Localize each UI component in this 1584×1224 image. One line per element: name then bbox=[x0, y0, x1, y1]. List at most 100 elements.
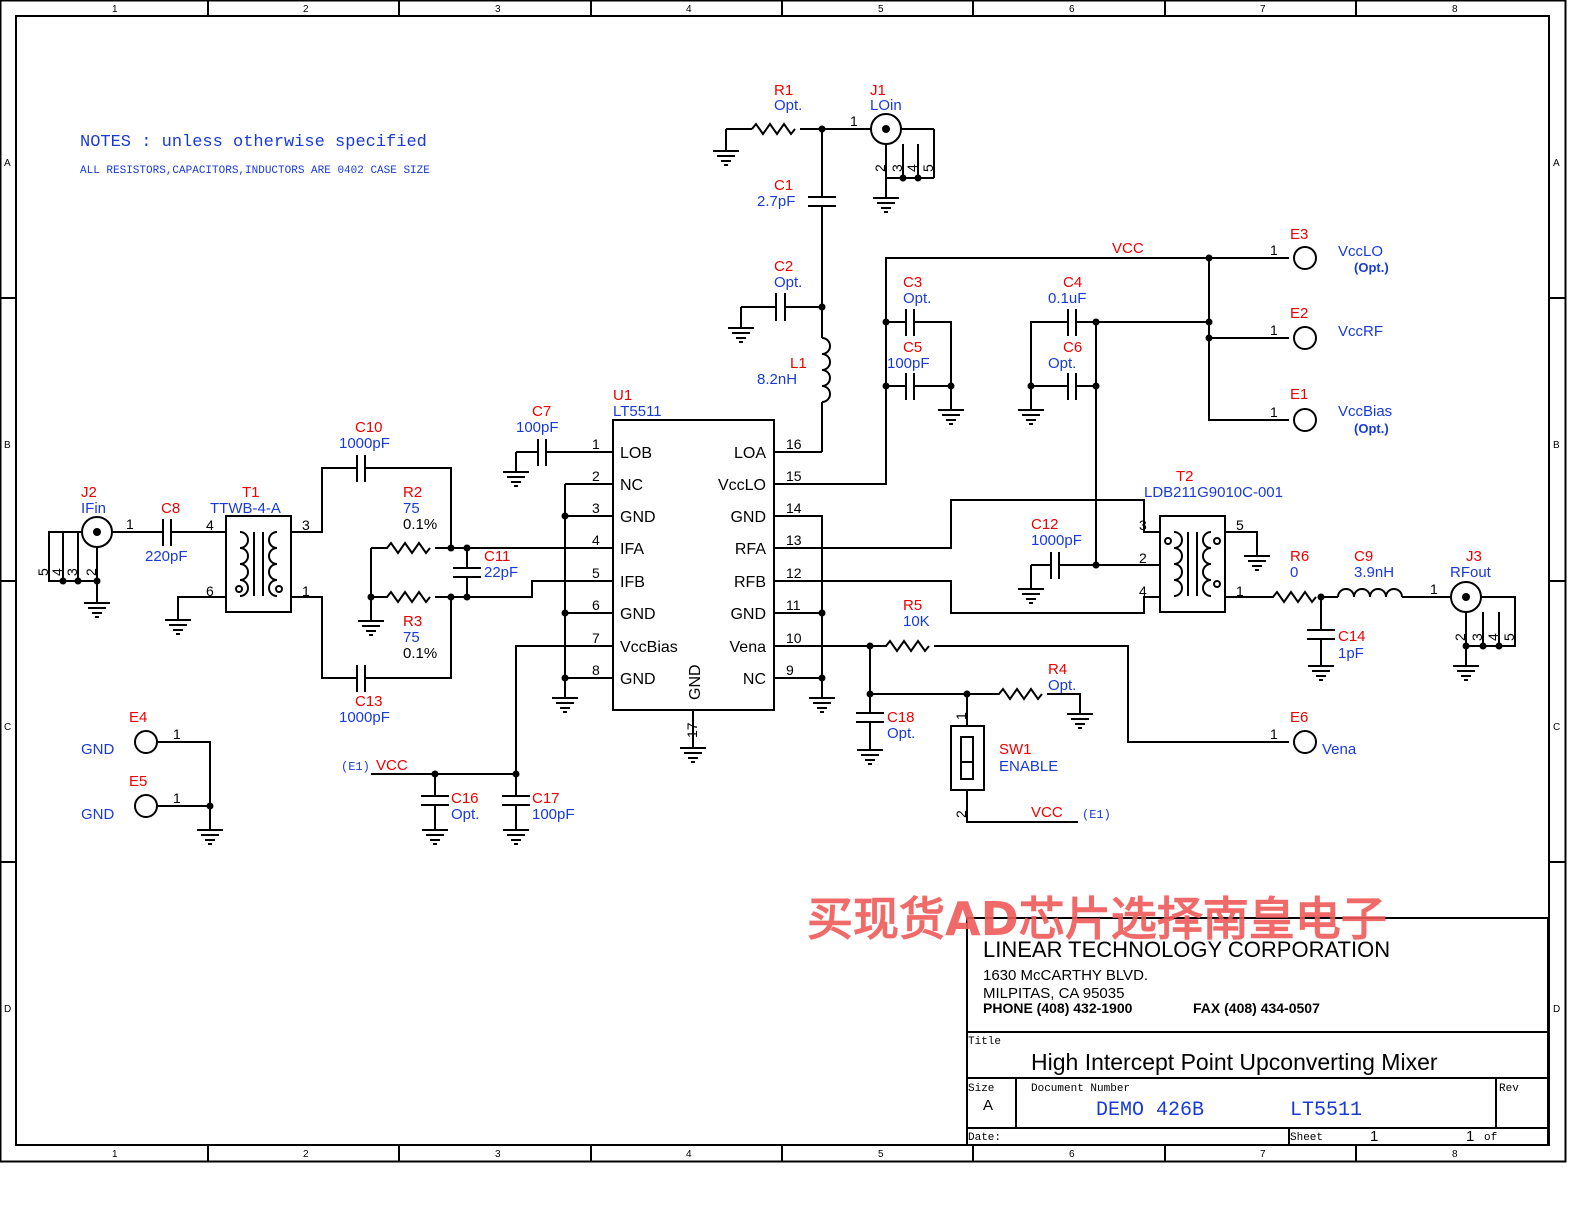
sheet-border bbox=[0, 0, 1567, 1163]
border-col-labels-bottom: 1 2 3 4 5 6 7 8 bbox=[112, 1149, 1458, 1160]
c14-ref: C14 bbox=[1338, 628, 1366, 645]
company-addr1: 1630 McCARTHY BLVD. bbox=[983, 967, 1148, 984]
t1-value: TTWB-4-A bbox=[210, 500, 281, 517]
e2-ref: E2 bbox=[1290, 305, 1308, 322]
u1-pin-name: NC bbox=[620, 477, 643, 494]
rf-output-wiring bbox=[798, 499, 1160, 614]
of-label: of bbox=[1484, 1132, 1497, 1144]
r6-ref: R6 bbox=[1290, 548, 1309, 565]
sheet-label: Sheet bbox=[1290, 1132, 1323, 1144]
c7-capacitor: C7 100pF bbox=[502, 403, 589, 487]
u1-pin-name: RFA bbox=[735, 541, 766, 558]
e1-ref: E1 bbox=[1290, 386, 1308, 403]
rev-label: Rev bbox=[1499, 1083, 1519, 1095]
c12-ref: C12 bbox=[1031, 516, 1059, 533]
c17-value: 100pF bbox=[532, 806, 575, 823]
title-label: Title bbox=[968, 1036, 1001, 1048]
col-label: 4 bbox=[686, 4, 692, 15]
u1-pin-name: IFB bbox=[620, 574, 645, 591]
u1-pin-name: Vena bbox=[730, 639, 767, 656]
t1-transformer: 4 6 3 1 T1 TTWB-4-A bbox=[164, 467, 357, 679]
u1-pin-num: 17 bbox=[684, 722, 700, 738]
company-phone: PHONE (408) 432-1900 bbox=[983, 1000, 1133, 1016]
company-name: LINEAR TECHNOLOGY CORPORATION bbox=[983, 937, 1390, 962]
svg-text:3: 3 bbox=[1469, 633, 1485, 641]
col-label: 6 bbox=[1069, 4, 1075, 15]
svg-text:5: 5 bbox=[1236, 517, 1244, 533]
c12-value: 1000pF bbox=[1031, 532, 1082, 549]
c18-capacitor: C18 Opt. bbox=[856, 646, 915, 765]
e5-value: GND bbox=[81, 806, 115, 823]
u1-pin-name: GND bbox=[620, 509, 656, 526]
e6-ref: E6 bbox=[1290, 709, 1308, 726]
size-value: A bbox=[983, 1097, 993, 1114]
u1-pin-num: 11 bbox=[786, 597, 801, 613]
e2-value: VccRF bbox=[1338, 323, 1383, 340]
c14-value: 1pF bbox=[1338, 645, 1364, 662]
svg-text:1: 1 bbox=[1236, 583, 1244, 599]
svg-text:1: 1 bbox=[173, 726, 181, 742]
e6-test-point: 1 E6 Vena bbox=[1270, 709, 1357, 758]
c10-value: 1000pF bbox=[339, 435, 390, 452]
u1-pin-num: 14 bbox=[786, 500, 802, 516]
sw1-switch: 1 2 SW1 ENABLE VCC (E1) bbox=[950, 694, 1111, 823]
r1-resistor: R1 Opt. bbox=[712, 82, 870, 166]
c5-ref: C5 bbox=[903, 339, 922, 356]
date-label: Date: bbox=[968, 1132, 1001, 1144]
u1-pin-name: LOB bbox=[620, 445, 652, 462]
u1-pin-num: 9 bbox=[786, 662, 794, 678]
vcc-net-label: VCC bbox=[1031, 804, 1063, 821]
r4-ref: R4 bbox=[1048, 661, 1067, 678]
c7-ref: C7 bbox=[532, 403, 551, 420]
col-label: 7 bbox=[1260, 4, 1266, 15]
border-row-labels: A B C D A B C D bbox=[4, 158, 1560, 1015]
c4-ref: C4 bbox=[1063, 274, 1082, 291]
l1-value: 8.2nH bbox=[757, 371, 797, 388]
c2-capacitor: C2 Opt. bbox=[727, 258, 826, 343]
u1-pin-num: 10 bbox=[786, 630, 802, 646]
t2-value: LDB211G9010C-001 bbox=[1144, 484, 1283, 501]
svg-text:2: 2 bbox=[872, 164, 888, 172]
u1-pin-name: GND bbox=[620, 606, 656, 623]
u1-pin-num: 16 bbox=[786, 436, 802, 452]
u1-ref: U1 bbox=[613, 387, 632, 404]
j1-connector: 1 2 3 4 5 J1 LOin bbox=[850, 82, 936, 213]
svg-text:2: 2 bbox=[1139, 550, 1147, 566]
svg-text:5: 5 bbox=[1501, 633, 1517, 641]
row-label: C bbox=[4, 722, 11, 733]
r3-value: 75 bbox=[403, 629, 420, 646]
svg-text:1: 1 bbox=[1270, 242, 1278, 258]
e4-value: GND bbox=[81, 741, 115, 758]
svg-text:1: 1 bbox=[1270, 726, 1278, 742]
c6-value: Opt. bbox=[1048, 355, 1076, 372]
row-label: C bbox=[1553, 722, 1560, 733]
j3-connector: 1 2 3 4 5 J3 RFout bbox=[1430, 548, 1517, 681]
u1-left-gnd-rail bbox=[551, 483, 589, 713]
r6-value: 0 bbox=[1290, 564, 1298, 581]
c11-ref: C11 bbox=[484, 548, 510, 565]
svg-text:1: 1 bbox=[1270, 322, 1278, 338]
svg-text:5: 5 bbox=[920, 164, 936, 172]
u1-right-gnd-rail bbox=[798, 515, 836, 713]
t2-ref: T2 bbox=[1176, 468, 1194, 485]
l1-inductor: L1 8.2nH bbox=[757, 307, 831, 453]
u1-pin-num: 3 bbox=[592, 500, 600, 516]
u1-pin-num: 8 bbox=[592, 662, 600, 678]
t1-ref: T1 bbox=[242, 484, 260, 501]
e4-test-point: 1 E4 GND bbox=[81, 709, 211, 822]
u1-pin-num: 12 bbox=[786, 565, 802, 581]
j2-connector: 1 2 3 4 5 J2 IFin bbox=[35, 484, 163, 618]
r3-tol: 0.1% bbox=[403, 645, 437, 662]
r2-tol: 0.1% bbox=[403, 516, 437, 533]
c1-capacitor: C1 2.7pF bbox=[757, 129, 836, 307]
c11-value: 22pF bbox=[484, 564, 518, 581]
col-label: 1 bbox=[112, 4, 118, 15]
docnum-value: DEMO 426B bbox=[1096, 1099, 1204, 1122]
r2-resistor: R2 75 0.1% bbox=[371, 484, 589, 555]
row-label: A bbox=[1553, 158, 1560, 169]
c8-ref: C8 bbox=[161, 500, 180, 517]
c13-value: 1000pF bbox=[339, 709, 390, 726]
col-label: 5 bbox=[878, 1149, 884, 1160]
svg-text:5: 5 bbox=[35, 568, 51, 576]
